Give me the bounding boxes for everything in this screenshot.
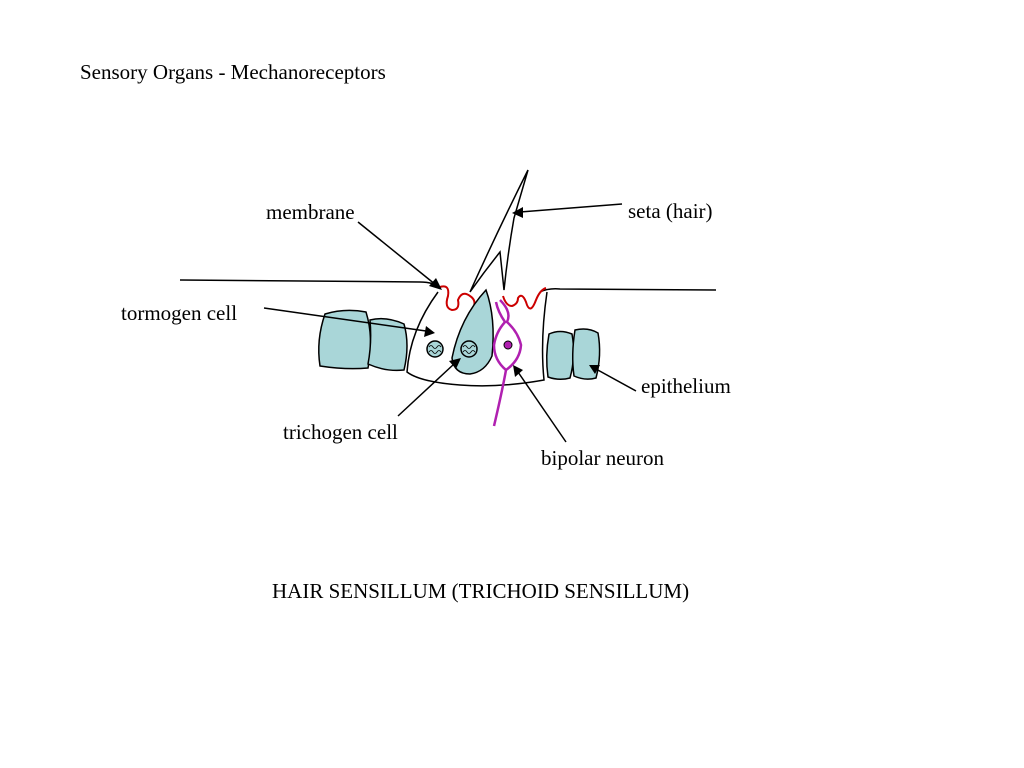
leader-trichogen xyxy=(397,358,461,417)
membrane-right xyxy=(502,287,547,310)
leader-epithelium xyxy=(589,365,637,392)
label-epithelium: epithelium xyxy=(641,374,731,398)
tormogen-nucleus xyxy=(426,340,444,358)
leader-neuron xyxy=(513,365,567,443)
neuron-nucleus xyxy=(503,340,513,350)
seta-hair xyxy=(469,169,529,293)
diagram-caption: HAIR SENSILLUM (TRICHOID SENSILLUM) xyxy=(272,579,689,603)
epithelium-cell-left-1 xyxy=(318,309,372,370)
epithelium-cell-left-2 xyxy=(367,317,408,372)
trichogen-nucleus-pattern xyxy=(462,345,476,354)
leader-membrane xyxy=(357,221,442,290)
bipolar-neuron xyxy=(492,299,523,427)
label-tormogen: tormogen cell xyxy=(121,301,237,325)
trichogen-nucleus xyxy=(460,340,478,358)
label-trichogen: trichogen cell xyxy=(283,420,398,444)
socket-outline xyxy=(406,291,548,387)
leader-tormogen xyxy=(263,307,435,337)
tormogen-nucleus-pattern xyxy=(428,345,442,354)
label-neuron: bipolar neuron xyxy=(541,446,665,470)
leader-seta xyxy=(512,203,623,218)
label-membrane: membrane xyxy=(266,200,355,224)
cuticle-surface-left xyxy=(179,279,441,289)
epithelium-cell-right-1 xyxy=(545,330,575,381)
membrane-left xyxy=(439,285,476,312)
label-seta: seta (hair) xyxy=(628,199,713,223)
slide-title: Sensory Organs - Mechanoreceptors xyxy=(80,60,386,84)
cuticle-surface-right xyxy=(539,288,717,293)
